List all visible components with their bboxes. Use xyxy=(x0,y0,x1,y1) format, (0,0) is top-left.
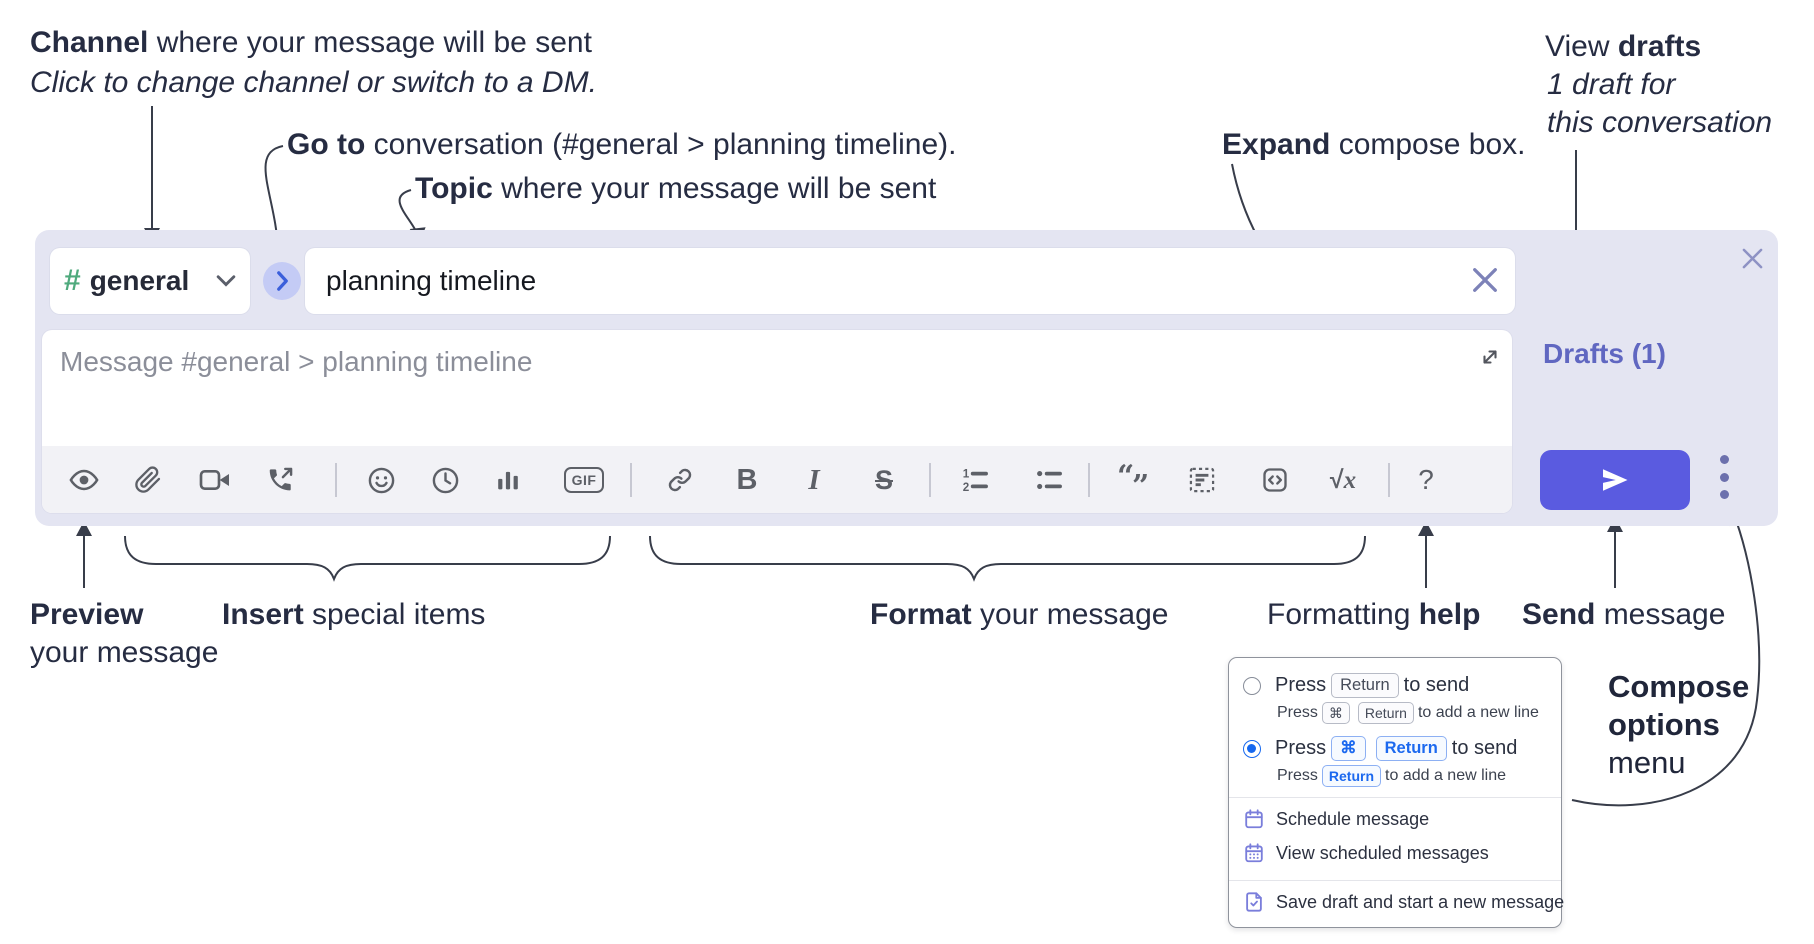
close-compose-icon[interactable] xyxy=(1740,246,1765,271)
compose-options-annotation-line2: options xyxy=(1608,707,1720,742)
formatting-help-icon[interactable]: ? xyxy=(1418,464,1434,495)
format-brace xyxy=(649,535,1366,582)
expand-annotation: Expand compose box. xyxy=(1222,128,1526,161)
svg-text:1: 1 xyxy=(963,468,970,481)
toolbar-divider xyxy=(335,463,337,497)
return-key: Return xyxy=(1357,702,1414,724)
emoji-icon[interactable] xyxy=(363,463,399,497)
toolbar-divider xyxy=(1088,463,1090,497)
toolbar-divider xyxy=(929,463,931,497)
italic-icon[interactable]: I xyxy=(808,463,820,496)
radio-selected[interactable] xyxy=(1243,739,1261,758)
insert-annotation: Insert special items xyxy=(222,598,486,631)
bullet-list-icon[interactable] xyxy=(1031,463,1067,497)
save-draft-icon xyxy=(1243,891,1265,913)
view-drafts-line2: 1 draft for xyxy=(1547,68,1676,101)
chevron-right-icon xyxy=(276,271,289,291)
code-block-icon[interactable] xyxy=(1184,463,1220,497)
clear-topic-icon[interactable] xyxy=(1470,265,1500,295)
compose-options-kebab-icon[interactable] xyxy=(1715,455,1733,499)
channel-annotation-sub: Click to change channel or switch to a D… xyxy=(30,66,597,99)
video-clip-icon[interactable] xyxy=(197,463,233,497)
menu-divider xyxy=(1229,880,1561,881)
channel-hash-icon: # xyxy=(64,264,81,297)
send-option-cmd-return-sub: Press Return to add a new line xyxy=(1277,765,1547,787)
calendar-icon xyxy=(1243,808,1265,830)
compose-options-arrow xyxy=(1571,509,1761,807)
message-placeholder: Message #general > planning timeline xyxy=(60,346,533,377)
preview-annotation-line2: your message xyxy=(30,636,219,669)
send-option-return[interactable]: Press Return to send xyxy=(1243,673,1547,698)
menu-item-schedule-message[interactable]: Schedule message xyxy=(1243,802,1547,836)
strikethrough-icon[interactable]: S xyxy=(874,464,893,495)
format-annotation: Format your message xyxy=(870,598,1169,631)
menu-divider xyxy=(1229,797,1561,798)
send-option-cmd-return[interactable]: Press ⌘ Return to send xyxy=(1243,736,1547,761)
send-button[interactable] xyxy=(1540,450,1690,510)
poll-bar-chart-icon[interactable] xyxy=(490,463,526,497)
return-key: Return xyxy=(1375,736,1447,761)
return-key: Return xyxy=(1331,673,1399,698)
compose-options-menu: Press Return to send Press ⌘ Return to a… xyxy=(1228,657,1564,928)
expand-compose-icon[interactable] xyxy=(1478,345,1502,369)
goto-annotation: Go to conversation (#general > planning … xyxy=(287,128,957,161)
send-option-return-sub: Press ⌘ Return to add a new line xyxy=(1277,702,1547,724)
send-annotation: Send message xyxy=(1522,598,1726,631)
channel-annotation: Channel where your message will be sent xyxy=(30,26,592,59)
menu-item-save-draft[interactable]: Save draft and start a new message xyxy=(1243,885,1564,919)
radio-unselected[interactable] xyxy=(1243,676,1261,695)
blockquote-icon[interactable]: “ ” xyxy=(1117,459,1150,504)
recent-clock-icon[interactable] xyxy=(427,463,463,497)
cmd-key: ⌘ xyxy=(1321,702,1350,724)
svg-text:2: 2 xyxy=(963,481,970,494)
attach-paperclip-icon[interactable] xyxy=(130,463,166,497)
send-icon xyxy=(1600,465,1630,495)
chevron-down-icon xyxy=(216,274,236,288)
view-drafts-line3: this conversation xyxy=(1547,106,1773,139)
topic-annotation: Topic where your message will be sent xyxy=(415,172,937,205)
toolbar-divider xyxy=(630,463,632,497)
compose-options-annotation-line1: Compose xyxy=(1608,669,1750,704)
topic-field-container xyxy=(305,248,1515,314)
link-icon[interactable] xyxy=(662,463,698,497)
preview-eye-icon[interactable] xyxy=(66,463,102,497)
compose-options-annotation-line3: menu xyxy=(1608,745,1686,780)
audio-call-icon[interactable] xyxy=(262,463,298,497)
calendar-scheduled-icon xyxy=(1243,842,1265,864)
channel-selector[interactable]: # general xyxy=(50,248,250,314)
formatting-help-annotation: Formatting help xyxy=(1267,598,1481,631)
view-drafts-annotation: View drafts xyxy=(1545,30,1702,63)
message-box[interactable]: Message #general > planning timeline xyxy=(42,330,1512,513)
channel-name: general xyxy=(89,265,190,296)
formatting-toolbar xyxy=(42,446,1512,513)
drafts-link[interactable]: Drafts (1) xyxy=(1543,338,1666,369)
formula-icon[interactable]: √x xyxy=(1329,465,1357,494)
toolbar-divider xyxy=(1388,463,1390,497)
preview-annotation: Preview xyxy=(30,598,144,631)
gif-icon[interactable]: GIF xyxy=(558,463,610,497)
menu-item-view-scheduled[interactable]: View scheduled messages xyxy=(1243,836,1547,870)
bold-icon[interactable]: B xyxy=(736,463,758,496)
topic-input[interactable] xyxy=(305,248,1515,314)
go-to-conversation-button[interactable] xyxy=(263,262,301,300)
insert-brace xyxy=(124,535,611,582)
cmd-key: ⌘ xyxy=(1331,736,1366,761)
return-key: Return xyxy=(1321,765,1382,787)
inline-code-icon[interactable] xyxy=(1257,463,1293,497)
